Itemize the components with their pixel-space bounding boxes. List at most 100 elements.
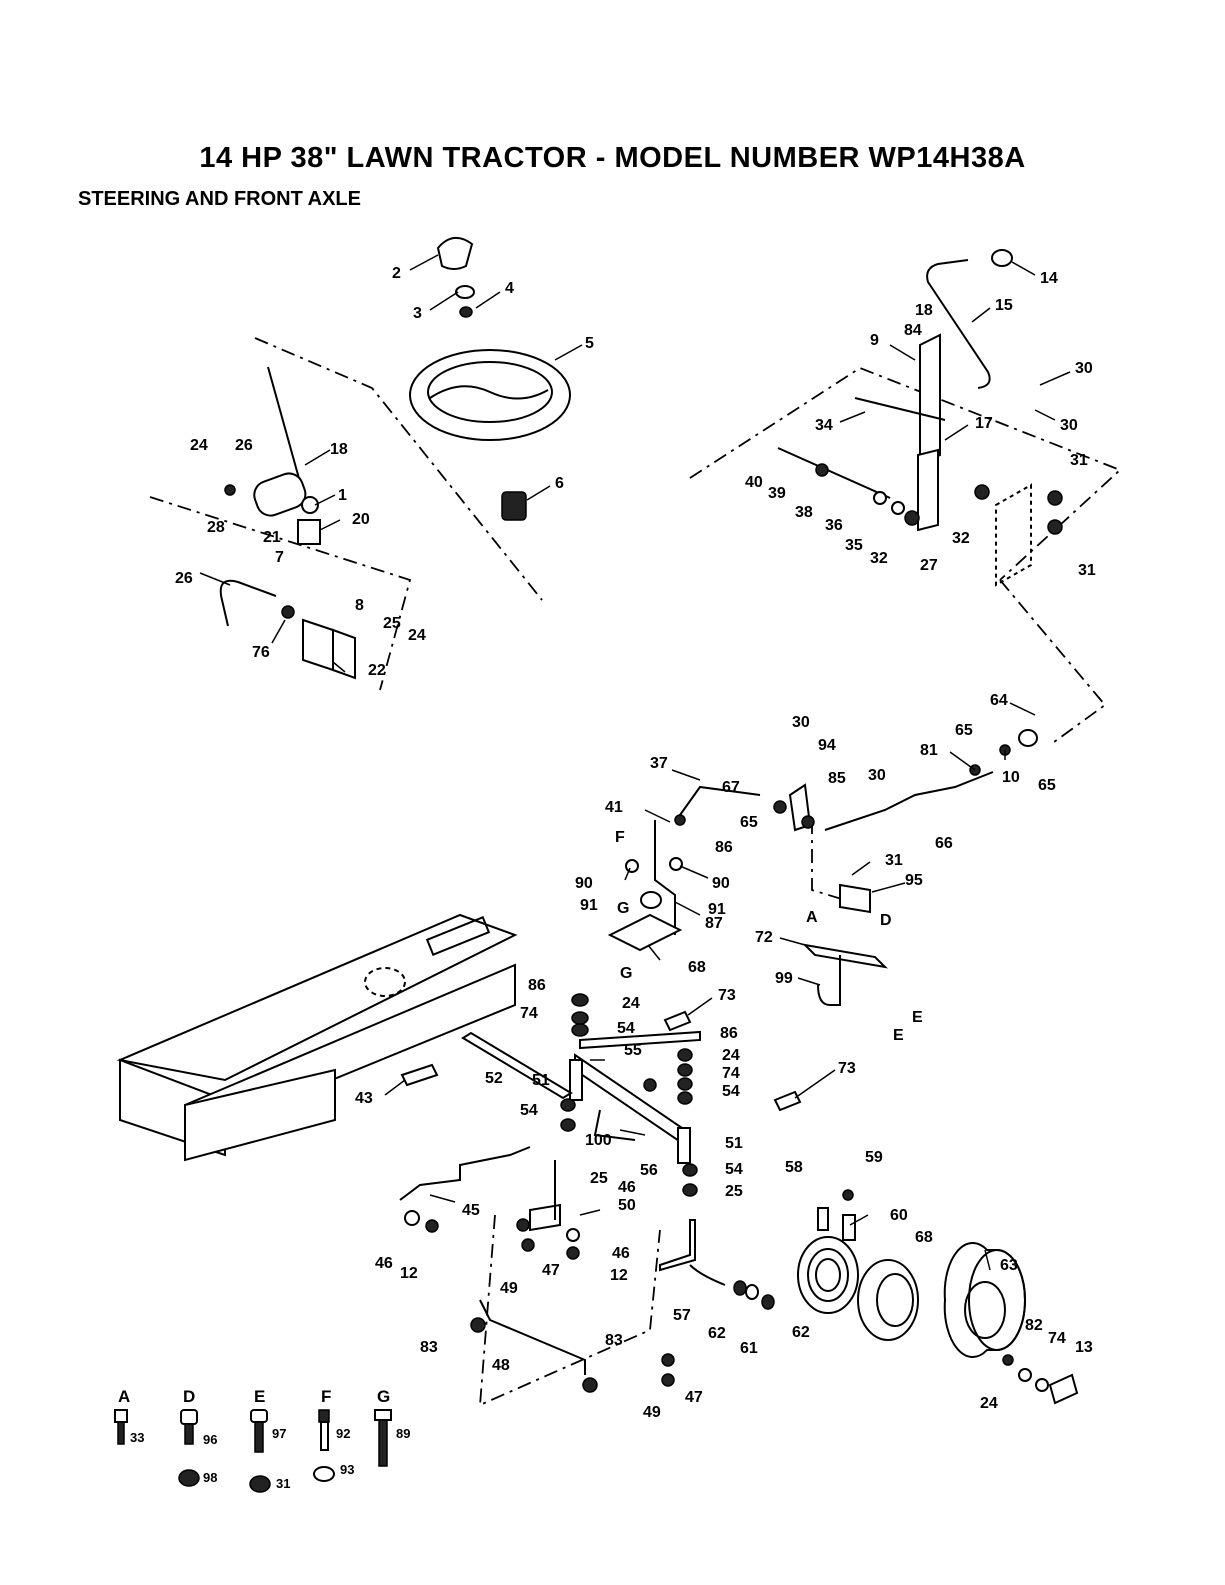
callout-label: 18 bbox=[330, 441, 348, 458]
callout-label: 28 bbox=[207, 519, 225, 536]
callout-label: 1 bbox=[338, 487, 347, 504]
callout-label: 100 bbox=[585, 1132, 612, 1149]
callout-label: 47 bbox=[685, 1389, 703, 1406]
callout-label: 31 bbox=[885, 852, 903, 869]
spindle-wheel-assembly bbox=[659, 1189, 1079, 1405]
tie-rod-assembly bbox=[399, 1146, 675, 1393]
callout-label: 24 bbox=[408, 627, 426, 644]
callout-label: 25 bbox=[383, 615, 401, 632]
bolt-icon bbox=[180, 1409, 198, 1425]
callout-label: 24 bbox=[722, 1047, 740, 1064]
lift-lever bbox=[926, 259, 991, 389]
callout-label: D bbox=[880, 912, 892, 929]
callout-label: 86 bbox=[720, 1025, 738, 1042]
bolt-icon bbox=[374, 1409, 392, 1421]
callout-label: 62 bbox=[708, 1325, 726, 1342]
legend-bolt-number: 33 bbox=[130, 1430, 144, 1445]
callout-label: 52 bbox=[485, 1070, 503, 1087]
steering-wheel-assembly bbox=[409, 237, 571, 521]
callout-label: 90 bbox=[575, 875, 593, 892]
callout-label: E bbox=[893, 1027, 904, 1044]
drag-link-connector bbox=[663, 1010, 692, 1032]
callout-label: 18 bbox=[915, 302, 933, 319]
callout-label: 15 bbox=[995, 297, 1013, 314]
bolt-icon bbox=[114, 1409, 128, 1423]
tie-rod bbox=[399, 1146, 531, 1201]
callout-label: 36 bbox=[825, 517, 843, 534]
callout-label: 32 bbox=[870, 550, 888, 567]
page-title: 14 HP 38" LAWN TRACTOR - MODEL NUMBER WP… bbox=[199, 142, 1026, 174]
callout-label: 24 bbox=[190, 437, 208, 454]
callout-label: 74 bbox=[722, 1065, 740, 1082]
callout-label: 30 bbox=[792, 714, 810, 731]
callout-label: 26 bbox=[175, 570, 193, 587]
callout-label: 30 bbox=[868, 767, 886, 784]
legend-bolt-number: 92 bbox=[336, 1426, 350, 1441]
callout-label: 72 bbox=[755, 929, 773, 946]
legend-nut-number: 93 bbox=[340, 1462, 354, 1477]
callout-label: 91 bbox=[580, 897, 598, 914]
callout-label: 20 bbox=[352, 511, 370, 528]
grease-fitting bbox=[817, 1207, 829, 1231]
callout-label: 49 bbox=[500, 1280, 518, 1297]
callout-label: 38 bbox=[795, 504, 813, 521]
callout-label: 45 bbox=[462, 1202, 480, 1219]
callout-label: 48 bbox=[492, 1357, 510, 1374]
callout-label: 51 bbox=[725, 1135, 743, 1152]
legend-bolt-number: 89 bbox=[396, 1426, 410, 1441]
callout-label: 62 bbox=[792, 1324, 810, 1341]
callout-label: 37 bbox=[650, 755, 668, 772]
callout-label: 54 bbox=[520, 1102, 538, 1119]
steering-cap bbox=[436, 237, 474, 270]
callout-label: 41 bbox=[605, 799, 623, 816]
callout-label: 57 bbox=[673, 1307, 691, 1324]
callout-label: 27 bbox=[920, 557, 938, 574]
legend-letter: A bbox=[118, 1387, 130, 1406]
callout-label: 22 bbox=[368, 662, 386, 679]
callout-label: 95 bbox=[905, 872, 923, 889]
lever-bracket bbox=[919, 333, 941, 467]
callout-label: 46 bbox=[618, 1179, 636, 1196]
callout-label: 73 bbox=[838, 1060, 856, 1077]
callout-label: 65 bbox=[740, 814, 758, 831]
callout-label: 17 bbox=[975, 415, 993, 432]
legend-letter: E bbox=[254, 1387, 265, 1406]
legend-letter: G bbox=[377, 1387, 390, 1406]
callout-label: 46 bbox=[375, 1255, 393, 1272]
steering-gear bbox=[253, 472, 307, 517]
callout-label: 34 bbox=[815, 417, 833, 434]
legend-letter: D bbox=[183, 1387, 195, 1406]
callout-label: 54 bbox=[725, 1161, 743, 1178]
callout-label: 12 bbox=[610, 1267, 628, 1284]
callout-label: G bbox=[620, 965, 632, 982]
drag-link bbox=[219, 579, 277, 627]
nut-icon bbox=[249, 1475, 271, 1493]
cap-adapter bbox=[455, 285, 475, 299]
callout-label: 30 bbox=[1060, 417, 1078, 434]
callout-label: 14 bbox=[1040, 270, 1058, 287]
callout-label: 85 bbox=[828, 770, 846, 787]
callout-label: 60 bbox=[890, 1207, 908, 1224]
callout-label: 26 bbox=[235, 437, 253, 454]
callout-label: 49 bbox=[643, 1404, 661, 1421]
callout-label: 66 bbox=[935, 835, 953, 852]
bolt-icon bbox=[318, 1409, 330, 1423]
callout-label: 82 bbox=[1025, 1317, 1043, 1334]
wheel-rim bbox=[857, 1259, 919, 1341]
frame-rails bbox=[116, 913, 518, 1162]
callout-label: A bbox=[806, 909, 818, 926]
callout-label: 64 bbox=[990, 692, 1008, 709]
pivot-bar bbox=[579, 1030, 701, 1050]
callout-label: 10 bbox=[1002, 769, 1020, 786]
steering-adapter bbox=[501, 491, 527, 521]
callout-label: 54 bbox=[617, 1020, 635, 1037]
callout-label: 7 bbox=[275, 549, 284, 566]
callout-label: 30 bbox=[1075, 360, 1093, 377]
callout-label: 9 bbox=[870, 332, 879, 349]
callout-label: 4 bbox=[505, 280, 514, 297]
legend-bolt-number: 96 bbox=[203, 1432, 217, 1447]
callout-label: 2 bbox=[392, 265, 401, 282]
lower-tie-rod bbox=[479, 1299, 586, 1375]
leader-lines bbox=[199, 254, 1071, 1271]
callout-label: E bbox=[912, 1009, 923, 1026]
